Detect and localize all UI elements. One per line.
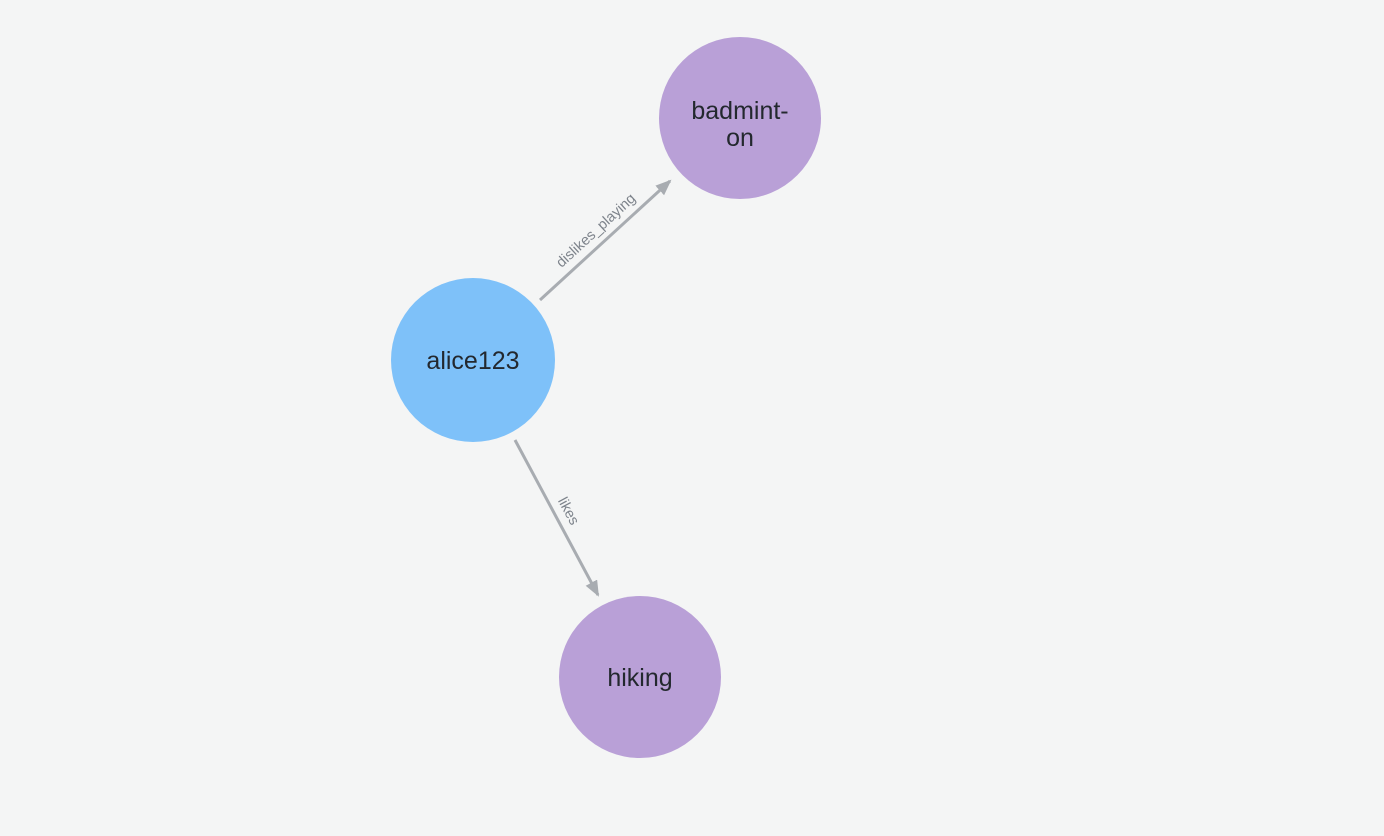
edge-dislikes-playing-line[interactable] <box>538 179 672 302</box>
node-alice123-circle[interactable] <box>391 278 555 442</box>
edge-likes-line[interactable] <box>513 439 600 597</box>
node-alice123[interactable]: alice123 <box>391 278 555 442</box>
node-badminton[interactable]: badmint- on <box>659 37 821 199</box>
node-hiking-circle[interactable] <box>559 596 721 758</box>
node-badminton-circle[interactable] <box>659 37 821 199</box>
node-hiking[interactable]: hiking <box>559 596 721 758</box>
